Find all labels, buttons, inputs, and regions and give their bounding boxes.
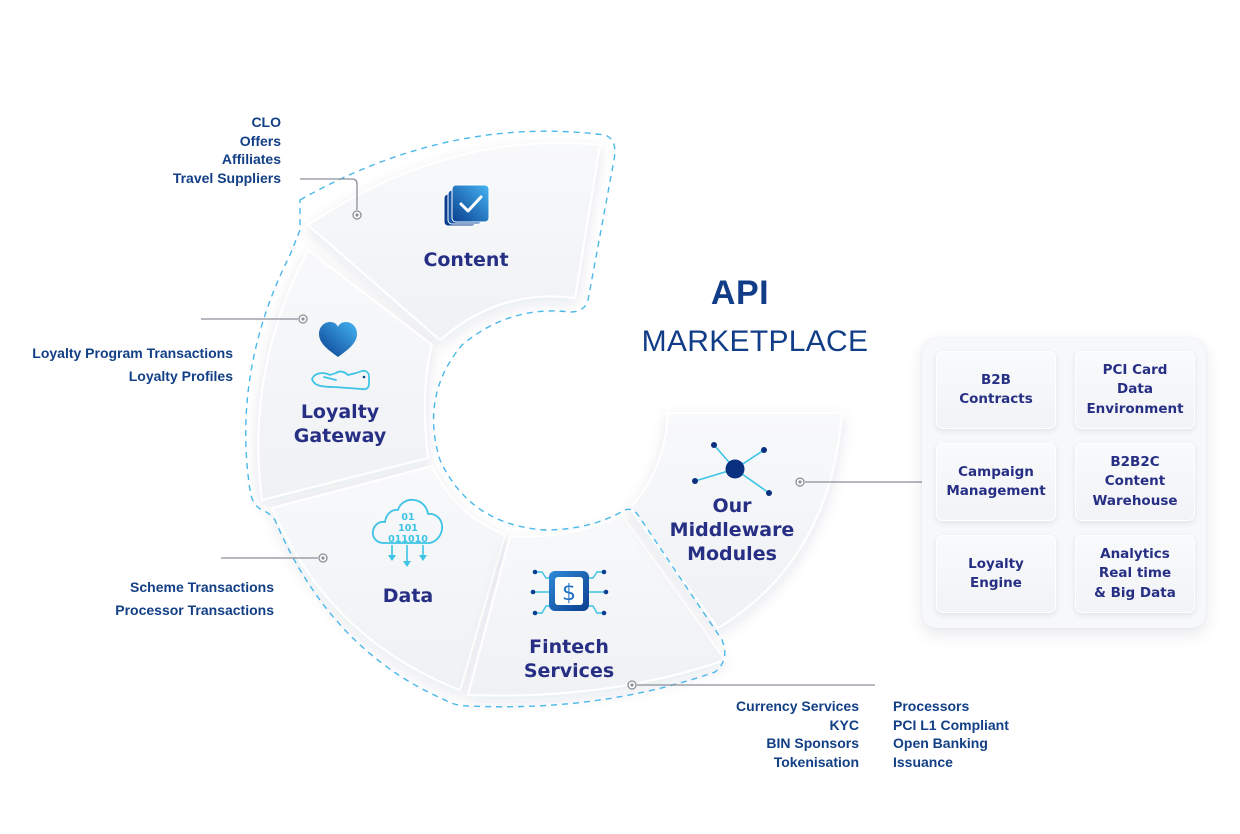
callout-item: PCI L1 Compliant [893, 716, 1009, 733]
callout-item: CLO [251, 114, 281, 130]
diagram-subtitle: MARKETPLACE [641, 325, 869, 358]
callout-item: BIN Sponsors [766, 735, 859, 751]
callout-item: Tokenisation [773, 753, 859, 770]
segment-title-fintech-services: Fintech Services [523, 636, 615, 682]
dashed-outline [245, 130, 726, 708]
connector-dot-centers [301, 213, 802, 687]
callout-item: Issuance [893, 753, 953, 770]
segment-fintech-services[interactable] [466, 513, 727, 697]
binary-text: 101 [398, 523, 418, 534]
connectors [201, 178, 922, 686]
dollar-sign: $ [562, 581, 576, 606]
segment-data[interactable] [270, 464, 507, 692]
segment-middleware-modules[interactable] [628, 412, 844, 630]
callout-item: Loyalty Profiles [128, 367, 233, 384]
segment-title-loyalty-gateway: Loyalty Gateway [293, 401, 387, 447]
diagram-title: API [710, 274, 770, 312]
callout-fintech-right: Processors PCI L1 Compliant Open Banking… [893, 697, 1053, 771]
dollar-chip-icon: $ [530, 569, 609, 616]
callout-item: Currency Services [736, 698, 859, 714]
segment-loyalty-gateway[interactable] [257, 248, 434, 502]
callout-loyalty: Loyalty Program Transactions Loyalty Pro… [0, 342, 233, 387]
segment-title-content: Content [423, 249, 509, 271]
callout-data: Scheme Transactions Processor Transactio… [60, 576, 274, 621]
callout-fintech-left: Currency Services KYC BIN Sponsors Token… [700, 697, 859, 771]
callout-item: Offers [239, 132, 281, 149]
callout-item: KYC [829, 716, 859, 733]
callout-item: Loyalty Program Transactions [32, 345, 233, 361]
binary-text: 01 [401, 512, 414, 523]
binary-text: 011010 [388, 534, 428, 545]
callout-item: Scheme Transactions [130, 579, 274, 595]
callout-item: Processors [893, 698, 970, 714]
callout-item: Affiliates [221, 151, 281, 167]
callout-content: CLO Offers Affiliates Travel Suppliers [130, 113, 281, 187]
segment-title-middleware-modules: Our Middleware Modules [669, 495, 795, 565]
ring-segments [257, 142, 844, 697]
segment-title-data: Data [382, 585, 434, 607]
segment-content[interactable] [306, 142, 602, 342]
connector-content [300, 178, 358, 210]
callout-item: Processor Transactions [115, 601, 274, 618]
heart-in-hand-icon [311, 322, 370, 391]
callout-item: Open Banking [893, 735, 988, 751]
binary-cloud-icon: 01 101 011010 [371, 498, 443, 567]
stacked-checkbox-icon [443, 184, 490, 227]
network-node-icon [692, 442, 772, 496]
callout-item: Travel Suppliers [172, 169, 281, 186]
